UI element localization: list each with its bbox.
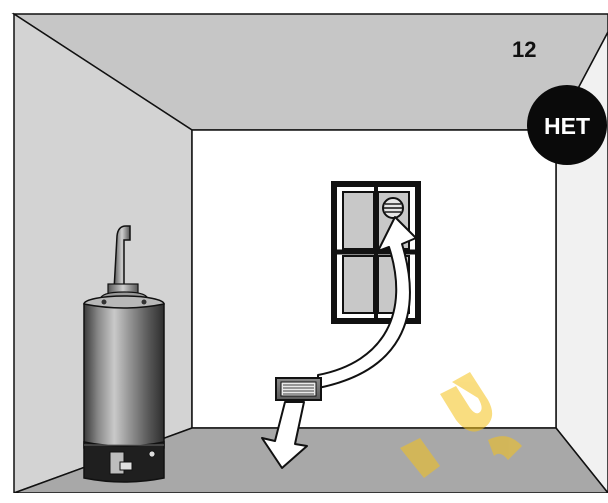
down-arrow-icon — [261, 401, 308, 469]
window-vent-icon — [382, 197, 404, 219]
figure-number: 12 — [512, 37, 536, 62]
airflow-arrow-icon — [317, 216, 417, 389]
floor-vent-icon — [275, 377, 322, 401]
badge-label: НЕТ — [544, 113, 590, 139]
no-badge-icon: НЕТ — [527, 85, 607, 165]
watermark-logo-icon — [400, 372, 522, 478]
water-heater-icon — [83, 225, 165, 483]
